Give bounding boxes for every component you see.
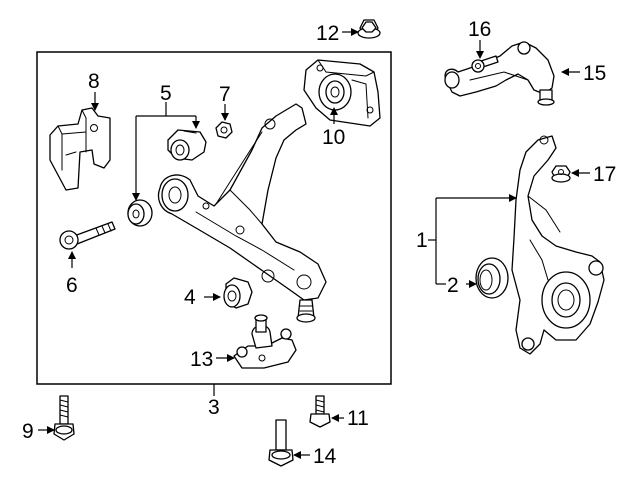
callout-17: 17 [593, 163, 616, 186]
part-14-bolt[interactable] [268, 419, 294, 467]
part-6-bolt[interactable] [59, 221, 116, 250]
part-10-bracket-bushing[interactable] [303, 59, 381, 127]
callout-6: 6 [66, 274, 78, 297]
callout-1: 1 [416, 229, 428, 252]
part-1-steering-knuckle[interactable] [511, 135, 605, 355]
callout-15: 15 [583, 62, 606, 85]
part-16-bolt[interactable] [471, 55, 499, 73]
part-5-bushing-lower[interactable] [127, 199, 153, 227]
part-3-lower-control-arm[interactable] [157, 103, 327, 323]
callout-7: 7 [219, 83, 231, 106]
callout-4: 4 [184, 286, 196, 309]
part-8-bracket[interactable] [49, 107, 111, 191]
callout-13: 13 [190, 348, 213, 371]
callout-16: 16 [468, 18, 491, 41]
leader-lines [38, 28, 590, 459]
callout-11: 11 [347, 407, 369, 430]
callout-14: 14 [313, 445, 337, 468]
callout-12: 12 [316, 22, 339, 45]
callout-labels: 1 2 3 4 5 6 7 8 9 10 11 12 13 14 15 16 1… [22, 18, 616, 468]
part-12-flange-nut[interactable] [357, 19, 381, 39]
callout-9: 9 [22, 420, 34, 443]
part-17-nut[interactable] [551, 165, 571, 183]
callout-8: 8 [88, 70, 100, 93]
part-5-bushing-upper[interactable] [167, 129, 207, 161]
callout-5: 5 [160, 82, 172, 105]
part-4-bushing[interactable] [223, 277, 253, 309]
part-7-nut[interactable] [215, 121, 233, 139]
callout-3: 3 [208, 396, 220, 419]
part-15-upper-control-arm[interactable] [444, 41, 555, 106]
callout-2: 2 [447, 274, 459, 297]
part-13-ball-joint[interactable] [233, 314, 297, 369]
part-11-bolt[interactable] [309, 395, 331, 428]
callout-10: 10 [322, 126, 345, 149]
part-9-bolt[interactable] [53, 395, 75, 441]
part-2-seal[interactable] [475, 257, 509, 299]
